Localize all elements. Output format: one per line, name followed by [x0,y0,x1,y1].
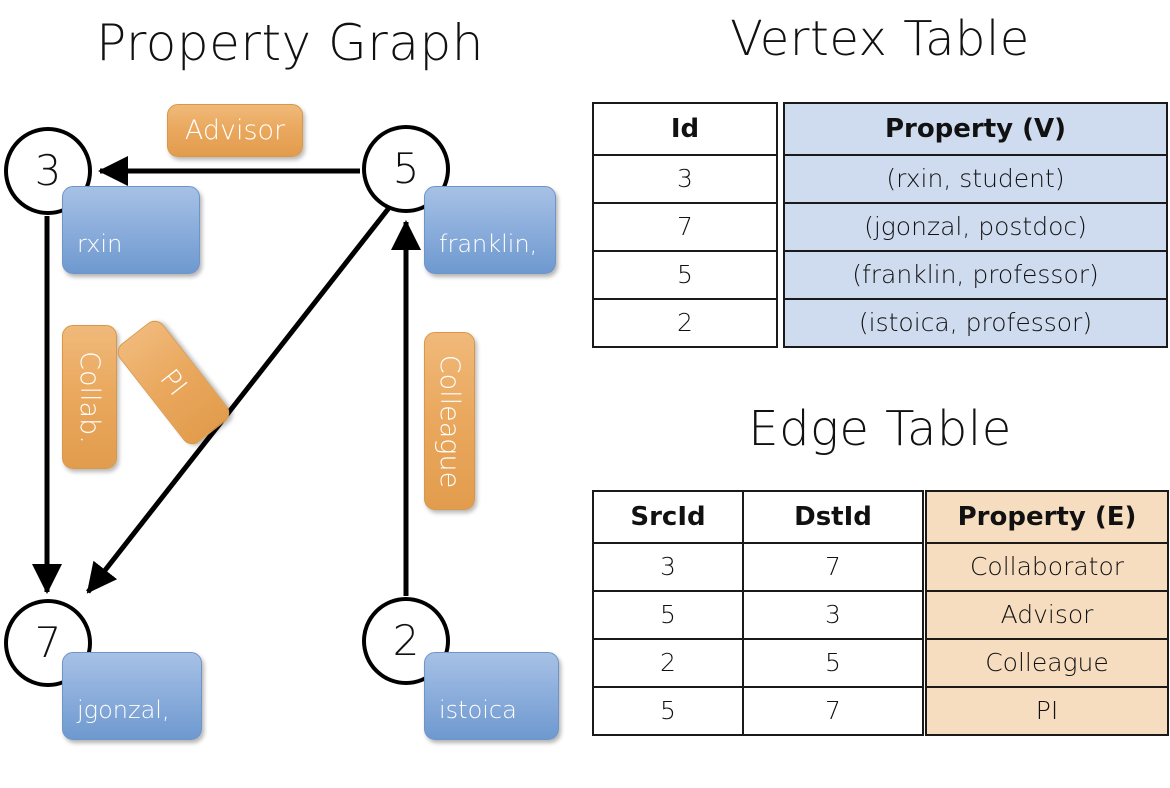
table-row: PI [925,686,1169,736]
vertex-table-header-id: Id [592,102,778,156]
table-row: (istoica, professor) [783,298,1168,348]
table-row: 3 [592,154,778,204]
table-row: 2 5 [592,638,924,688]
edge-label-box-collab: Collab. [62,325,117,469]
table-header-row: Id [592,102,778,156]
edge-table-cell-property: Collaborator [925,542,1169,592]
vertex-table-cell-property: (rxin, student) [783,154,1168,204]
graph-node-5[interactable]: 5 [362,125,450,213]
vertex-property-rxin-line1: rxin [77,230,123,258]
vertex-table-header-property: Property (V) [783,102,1168,156]
vertex-property-box-franklin: franklin, prof. [424,186,556,320]
vertex-table-cell-id: 3 [592,154,778,204]
vertex-property-franklin-line2: prof. [439,292,493,320]
page-title-vertex-table: Vertex Table [730,11,1030,67]
vertex-property-jgonzal-line2: pst.doc. [77,758,173,786]
edge-table-cell-src: 5 [592,686,744,736]
graph-edge-lines [32,156,421,596]
graph-node-3-label: 3 [34,146,62,195]
edge-table-cell-src: 3 [592,542,744,592]
vertex-property-istoica-line2: prof. [439,758,493,786]
edge-table-header-property: Property (E) [925,490,1169,544]
vertex-table-property-column: Property (V) (rxin, student) (jgonzal, p… [783,102,1168,348]
vertex-table-cell-id: 5 [592,250,778,300]
table-row: Collaborator [925,542,1169,592]
page-title-edge-table: Edge Table [748,401,1012,457]
table-row: (jgonzal, postdoc) [783,202,1168,252]
edge-table-cell-dst: 5 [742,638,924,688]
edge-table-header-dstid: DstId [742,490,924,544]
table-row: (franklin, professor) [783,250,1168,300]
vertex-table-cell-property: (istoica, professor) [783,298,1168,348]
property-graph-diagram: 3 5 7 2 rxin stu. franklin, prof. jgonza… [0,0,585,786]
edge-label-advisor-text: Advisor [184,115,286,146]
edge-table-src-dst-columns: SrcId DstId 3 7 5 3 2 5 5 7 [592,490,924,736]
edge-label-collab-text: Collab. [74,350,105,444]
edge-table-header-srcid: SrcId [592,490,744,544]
vertex-property-box-istoica: istoica prof. [424,652,559,786]
edge-table-cell-dst: 3 [742,590,924,640]
graph-node-2[interactable]: 2 [362,597,450,685]
vertex-property-jgonzal-line1: jgonzal, [77,696,170,724]
table-row: 5 7 [592,686,924,736]
table-row: Advisor [925,590,1169,640]
vertex-table-id-column: Id 3 7 5 2 [592,102,778,348]
table-header-row: SrcId DstId [592,490,924,544]
vertex-property-box-jgonzal: jgonzal, pst.doc. [62,652,202,786]
edge-5-to-7 [86,202,394,594]
vertex-property-rxin-line2: stu. [77,292,122,320]
edge-table-cell-dst: 7 [742,686,924,736]
table-row: 3 7 [592,542,924,592]
table-row: (rxin, student) [783,154,1168,204]
edge-table-cell-property: Advisor [925,590,1169,640]
table-row: 2 [592,298,778,348]
vertex-table-cell-id: 2 [592,298,778,348]
table-row: 7 [592,202,778,252]
edge-label-box-colleague: Colleague [424,332,475,510]
vertex-table-cell-id: 7 [592,202,778,252]
table-header-row: Property (E) [925,490,1169,544]
graph-node-2-label: 2 [392,616,420,665]
graph-node-7-label: 7 [34,618,62,667]
vertex-property-franklin-line1: franklin, [439,230,538,258]
vertex-property-box-rxin: rxin stu. [62,186,200,320]
edge-label-box-advisor: Advisor [167,104,303,157]
table-row: 5 [592,250,778,300]
edge-table-cell-property: PI [925,686,1169,736]
edge-table-cell-src: 5 [592,590,744,640]
graph-node-5-label: 5 [392,144,420,193]
page-title-property-graph: Property Graph [96,14,484,72]
table-row: 5 3 [592,590,924,640]
table-header-row: Property (V) [783,102,1168,156]
vertex-table-cell-property: (jgonzal, postdoc) [783,202,1168,252]
edge-label-colleague-text: Colleague [434,354,465,488]
edge-table-property-column: Property (E) Collaborator Advisor Collea… [925,490,1169,736]
vertex-property-istoica-line1: istoica [439,696,517,724]
vertex-table-cell-property: (franklin, professor) [783,250,1168,300]
table-row: Colleague [925,638,1169,688]
edge-table-cell-dst: 7 [742,542,924,592]
edge-table-cell-src: 2 [592,638,744,688]
edge-table-cell-property: Colleague [925,638,1169,688]
edge-label-pi-text: PI [153,363,194,402]
